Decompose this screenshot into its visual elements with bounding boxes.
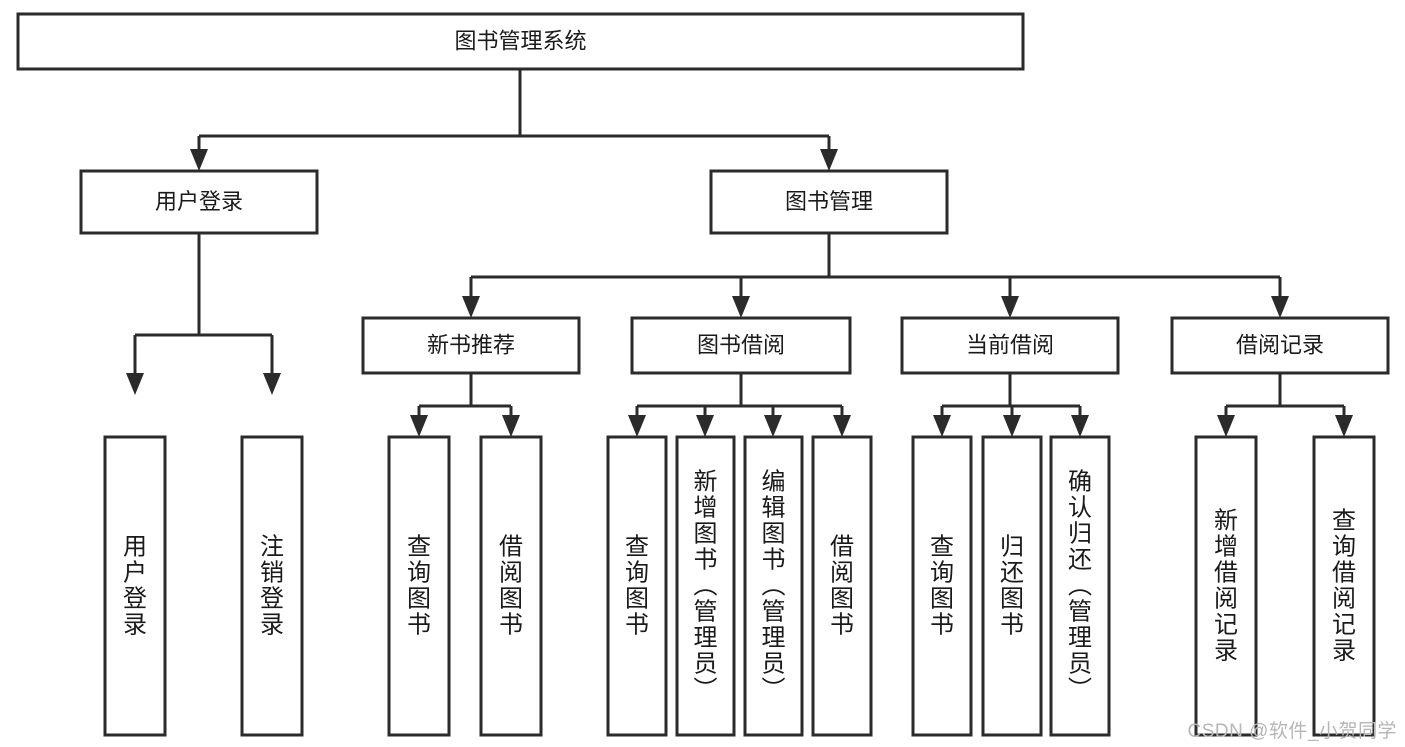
level2-node-box[interactable]: [709, 169, 949, 235]
leaf-node-box[interactable]: [911, 435, 973, 737]
leaf-node-label: 查询借阅记录: [1332, 507, 1356, 664]
leaf-node-13[interactable]: 查询借阅记录: [1312, 435, 1376, 737]
connector-root-to-level2: [190, 69, 838, 171]
level3-node-label: 当前借阅: [966, 332, 1054, 357]
leaf-node-label: 查询图书: [407, 533, 431, 638]
connector-book-manage-to-level3: [462, 233, 1289, 318]
arrow-head-icon: [696, 415, 714, 437]
leaf-node-3[interactable]: 查询图书: [387, 435, 451, 737]
leaf-node-box[interactable]: [1049, 435, 1111, 737]
level3-node-3[interactable]: 当前借阅: [900, 316, 1120, 375]
arrow-head-icon: [833, 415, 851, 437]
level3-node-label: 借阅记录: [1236, 332, 1324, 357]
root-node-label: 图书管理系统: [454, 28, 586, 53]
leaf-node-box[interactable]: [479, 435, 543, 737]
arrow-head-icon: [1001, 296, 1019, 318]
leaf-node-label: 确认归还︵管理员︶: [1068, 468, 1092, 703]
leaf-node-8[interactable]: 借阅图书: [811, 435, 873, 737]
level3-node-box[interactable]: [361, 316, 581, 375]
level3-node-box[interactable]: [630, 316, 852, 375]
leaf-node-12[interactable]: 新增借阅记录: [1194, 435, 1258, 737]
arrow-head-icon: [1217, 415, 1235, 437]
arrow-head-icon: [190, 149, 208, 171]
connector-borrow-to-leaves: [628, 373, 851, 437]
connector-layer: [126, 69, 1353, 437]
level3-node-box[interactable]: [1170, 316, 1390, 375]
arrow-head-icon: [462, 296, 480, 318]
level2-node-label: 用户登录: [155, 189, 243, 214]
leaf-node-5[interactable]: 查询图书: [606, 435, 668, 737]
connector-records-to-leaves: [1217, 373, 1353, 437]
leaf-node-11[interactable]: 确认归还︵管理员︶: [1049, 435, 1111, 737]
arrow-head-icon: [1271, 296, 1289, 318]
leaf-node-box[interactable]: [1312, 435, 1376, 737]
level2-node-1[interactable]: 用户登录: [79, 169, 319, 235]
level2-node-box[interactable]: [79, 169, 319, 235]
leaf-node-box[interactable]: [1194, 435, 1258, 737]
arrow-head-icon: [1003, 415, 1021, 437]
connector-new-book-to-leaves: [410, 373, 520, 437]
leaf-node-box[interactable]: [606, 435, 668, 737]
leaf-node-2[interactable]: 注销登录: [240, 435, 304, 737]
csdn-watermark: CSDN @软件_小贺同学: [1187, 721, 1397, 742]
leaf-node-6[interactable]: 新增图书︵管理员︶: [675, 435, 736, 737]
level2-node-2[interactable]: 图书管理: [709, 169, 949, 235]
leaf-node-label: 查询图书: [625, 533, 649, 638]
level3-node-box[interactable]: [900, 316, 1120, 375]
leaf-node-label: 注销登录: [260, 533, 284, 638]
leaf-node-label: 新增借阅记录: [1214, 507, 1238, 664]
leaf-node-label: 新增图书︵管理员︶: [694, 468, 718, 703]
arrow-head-icon: [732, 296, 750, 318]
connector-user-login-to-leaves: [126, 233, 281, 395]
leaf-node-box[interactable]: [240, 435, 304, 737]
level3-node-2[interactable]: 图书借阅: [630, 316, 852, 375]
arrow-head-icon: [628, 415, 646, 437]
arrow-head-icon: [933, 415, 951, 437]
leaf-node-label: 借阅图书: [499, 533, 523, 638]
root-node-box[interactable]: [16, 12, 1025, 71]
leaf-node-label: 编辑图书︵管理员︶: [762, 468, 786, 703]
level2-node-label: 图书管理: [785, 189, 873, 214]
leaf-node-4[interactable]: 借阅图书: [479, 435, 543, 737]
leaf-node-box[interactable]: [103, 435, 167, 737]
node-layer: 图书管理系统用户登录图书管理新书推荐图书借阅当前借阅借阅记录用户登录注销登录查询…: [16, 12, 1390, 737]
leaf-node-box[interactable]: [675, 435, 736, 737]
level3-node-1[interactable]: 新书推荐: [361, 316, 581, 375]
leaf-node-box[interactable]: [743, 435, 804, 737]
level3-node-4[interactable]: 借阅记录: [1170, 316, 1390, 375]
level3-node-label: 图书借阅: [697, 332, 785, 357]
leaf-node-label: 查询图书: [930, 533, 954, 638]
leaf-node-box[interactable]: [387, 435, 451, 737]
level3-node-label: 新书推荐: [427, 332, 515, 357]
leaf-node-label: 归还图书: [1000, 533, 1024, 638]
connector-current-borrow-to-leaves: [933, 373, 1089, 437]
leaf-node-label: 用户登录: [123, 533, 147, 638]
leaf-node-10[interactable]: 归还图书: [981, 435, 1043, 737]
leaf-node-box[interactable]: [811, 435, 873, 737]
arrow-head-icon: [764, 415, 782, 437]
arrow-head-icon: [263, 373, 281, 395]
leaf-node-1[interactable]: 用户登录: [103, 435, 167, 737]
arrow-head-icon: [502, 415, 520, 437]
arrow-head-icon: [126, 373, 144, 395]
root-node-1[interactable]: 图书管理系统: [16, 12, 1025, 71]
leaf-node-7[interactable]: 编辑图书︵管理员︶: [743, 435, 804, 737]
arrow-head-icon: [820, 149, 838, 171]
arrow-head-icon: [1071, 415, 1089, 437]
arrow-head-icon: [1335, 415, 1353, 437]
arrow-head-icon: [410, 415, 428, 437]
leaf-node-box[interactable]: [981, 435, 1043, 737]
leaf-node-label: 借阅图书: [830, 533, 854, 638]
leaf-node-9[interactable]: 查询图书: [911, 435, 973, 737]
